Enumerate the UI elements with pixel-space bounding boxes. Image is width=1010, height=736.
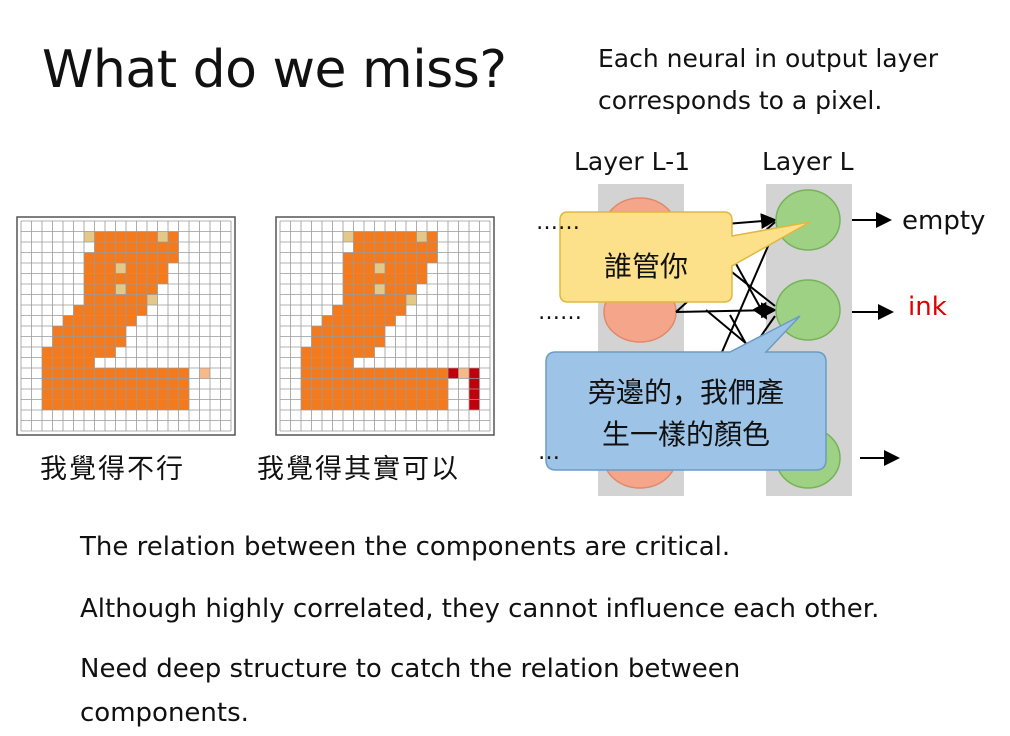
note-line-2: corresponds to a pixel. bbox=[598, 86, 883, 115]
ellipsis-bottom: … bbox=[538, 440, 560, 465]
ellipsis-mid: …… bbox=[538, 300, 582, 325]
bullet-3-cont: components. bbox=[80, 698, 249, 728]
bullet-3: Need deep structure to catch the relatio… bbox=[80, 654, 741, 684]
blue-callout-text: 旁邊的，我們產 生一樣的顏色 bbox=[546, 372, 826, 456]
blue-callout-line-2: 生一樣的顏色 bbox=[601, 418, 770, 451]
layer-prev-label: Layer L-1 bbox=[574, 147, 691, 176]
ellipsis-top: …… bbox=[536, 210, 580, 235]
yellow-callout bbox=[559, 211, 811, 303]
digit-grid-left bbox=[16, 216, 236, 436]
right-grid-caption: 我覺得其實可以 bbox=[257, 454, 460, 485]
blue-callout bbox=[545, 315, 827, 471]
blue-callout-line-1: 旁邊的，我們產 bbox=[587, 376, 784, 409]
bullet-1: The relation between the components are … bbox=[80, 532, 731, 562]
network-diagram bbox=[545, 184, 900, 496]
layer-label: Layer L bbox=[762, 147, 854, 176]
bullet-2: Although highly correlated, they cannot … bbox=[80, 594, 880, 624]
digit-grid-right bbox=[275, 216, 495, 436]
yellow-callout-text: 誰管你 bbox=[603, 250, 688, 283]
slide-title: What do we miss? bbox=[42, 40, 507, 100]
note-line-1: Each neural in output layer bbox=[598, 44, 939, 73]
output-neuron-1 bbox=[775, 189, 841, 251]
output-label-empty: empty bbox=[902, 206, 986, 236]
output-label-ink: ink bbox=[908, 292, 947, 322]
left-grid-caption: 我覺得不行 bbox=[40, 454, 185, 485]
